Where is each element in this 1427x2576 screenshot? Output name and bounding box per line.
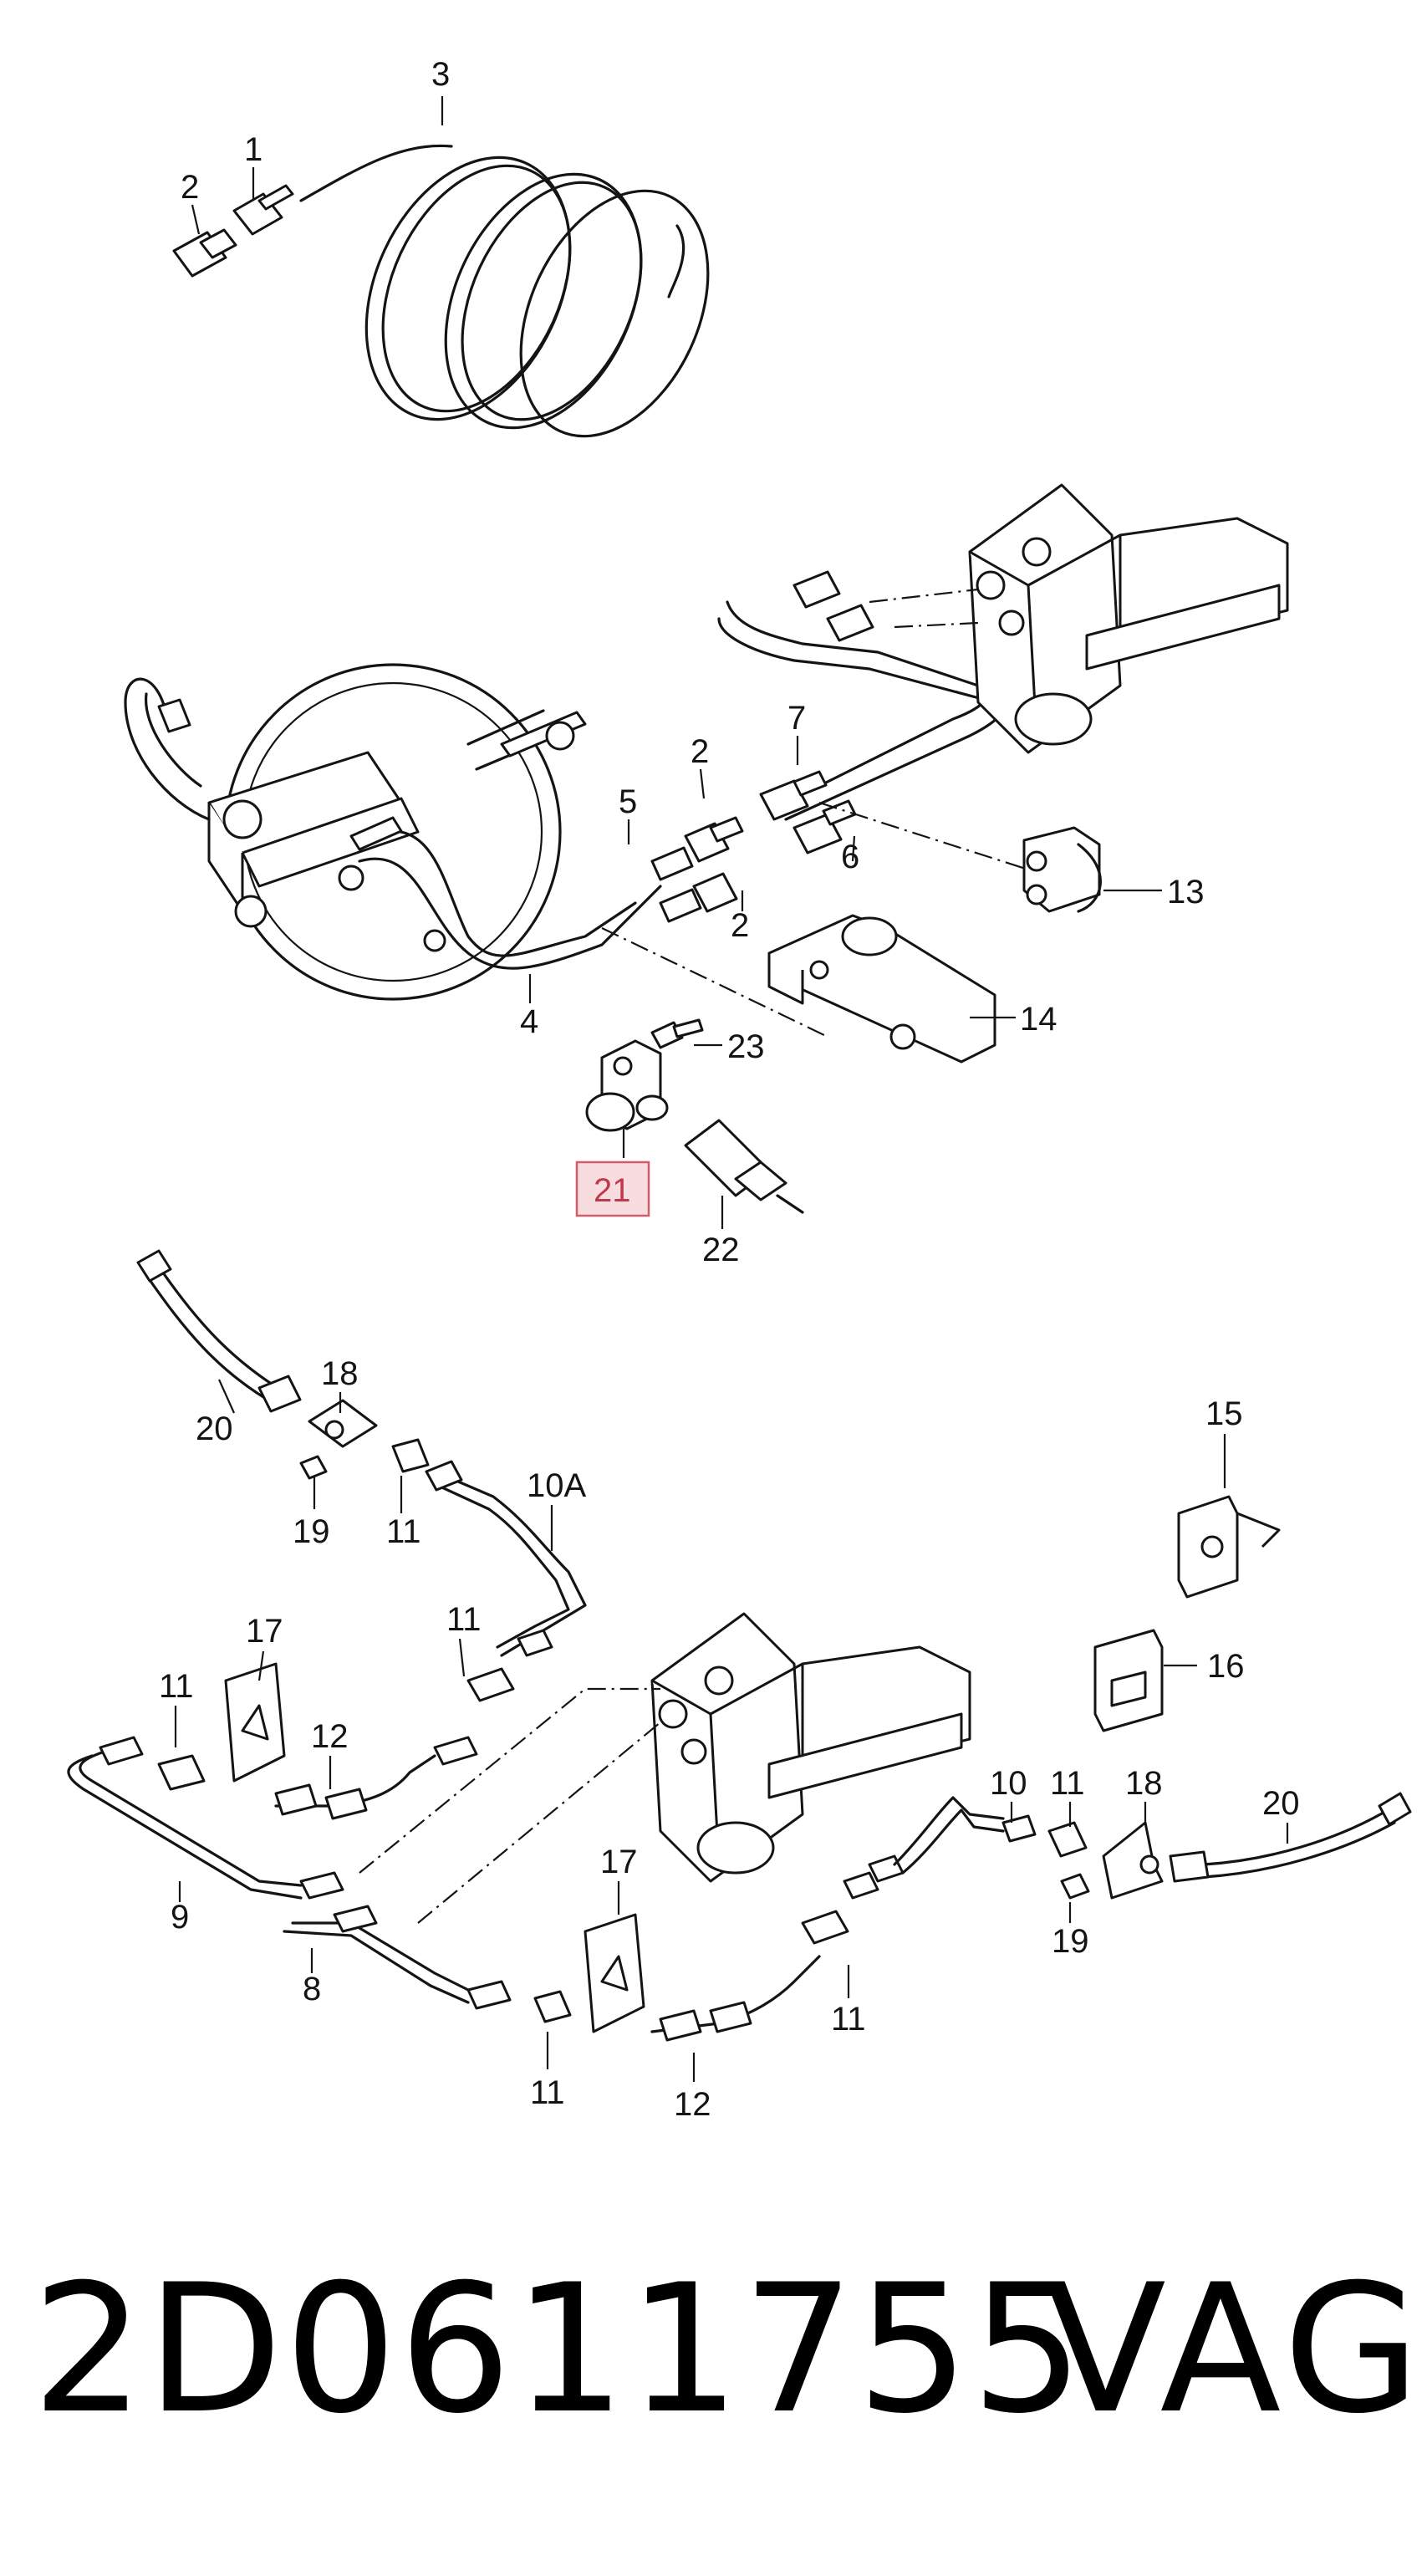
callout-11: 11 <box>386 1513 421 1550</box>
callout-20: 20 <box>1262 1785 1300 1822</box>
brake-pipe-6 <box>717 600 1005 821</box>
mounting-bracket-16 <box>1093 1629 1164 1732</box>
callout-17: 17 <box>600 1844 638 1880</box>
callout-9: 9 <box>171 1899 189 1936</box>
callout-22: 22 <box>702 1232 740 1268</box>
hose-12-left <box>274 1754 436 1820</box>
bracket-18-right <box>1102 1821 1164 1900</box>
master-cylinder <box>207 751 420 928</box>
mounting-bracket-14 <box>767 914 996 1064</box>
highlight-box-21 <box>575 1160 650 1217</box>
callout-11: 11 <box>530 2074 565 2111</box>
pipe-union-nut <box>232 184 294 236</box>
nut-19-right <box>1060 1873 1090 1900</box>
hose-12-right <box>650 1955 821 2042</box>
clip-11-left <box>391 1438 430 1473</box>
callout-12: 12 <box>674 2086 711 2123</box>
pipe-fittings-center <box>650 570 874 923</box>
callout-5: 5 <box>619 783 637 820</box>
mounting-bolt <box>650 1018 704 1049</box>
callout-11: 11 <box>831 2001 866 2038</box>
callout-12: 12 <box>311 1718 349 1755</box>
brake-light-switch <box>684 1119 804 1214</box>
brake-pipe-10a <box>425 1460 587 1657</box>
callout-13: 13 <box>1167 874 1205 911</box>
brake-hose-right-20 <box>1169 1792 1412 1883</box>
callout-3: 3 <box>431 56 450 93</box>
brand-name: VAG <box>1045 2246 1426 2452</box>
callout-1: 1 <box>244 131 262 168</box>
brake-hose-left-20 <box>136 1249 302 1413</box>
callout-11: 11 <box>446 1601 482 1638</box>
callout-19: 19 <box>1052 1923 1089 1960</box>
callout-labels: 3 1 2 7 2 5 6 2 13 4 14 23 21 22 18 20 1… <box>159 56 1300 2123</box>
callout-14: 14 <box>1020 1001 1058 1038</box>
fitting-10-right <box>1001 1814 1037 1843</box>
mounting-bracket-15 <box>1177 1495 1281 1599</box>
callout-18: 18 <box>1125 1765 1163 1802</box>
callout-18: 18 <box>321 1355 359 1392</box>
callout-19: 19 <box>293 1513 330 1550</box>
footer-caption: 2D0611755 VAG <box>0 2241 1427 2458</box>
threaded-adapter <box>172 228 237 278</box>
callout-6: 6 <box>841 839 859 875</box>
callout-21-highlighted: 21 <box>594 1172 631 1209</box>
nut-19-left <box>299 1455 328 1480</box>
t-piece-connector <box>585 1039 669 1132</box>
clip-11-right <box>1047 1821 1088 1858</box>
coiled-brake-pipe <box>299 144 710 438</box>
callout-16: 16 <box>1207 1648 1245 1685</box>
bracket-18-left <box>308 1399 378 1448</box>
callout-23: 23 <box>727 1028 765 1065</box>
bracket-17-right <box>584 1913 645 2033</box>
callout-4: 4 <box>520 1003 538 1040</box>
bracket-17-left <box>224 1662 286 1783</box>
master-cylinder-pipe-loop <box>124 677 211 821</box>
brake-pipe-9 <box>67 1750 303 1900</box>
callout-8: 8 <box>303 1971 321 2007</box>
callout-10: 10 <box>990 1765 1027 1802</box>
callout-20: 20 <box>196 1410 233 1447</box>
brake-pipe-10-right <box>893 1796 1005 1875</box>
mounting-bracket-13 <box>1022 826 1102 913</box>
callout-2: 2 <box>691 733 709 770</box>
callout-15: 15 <box>1205 1395 1243 1432</box>
callout-11: 11 <box>159 1668 194 1705</box>
brake-pressure-regulator-bottom <box>650 1612 971 1883</box>
brake-pipe-8 <box>283 1921 470 2004</box>
brake-pressure-regulator-top <box>968 483 1289 754</box>
leader-lines <box>174 736 1289 2082</box>
brake-pipe-4 <box>349 816 662 970</box>
callout-2: 2 <box>731 907 749 944</box>
clip-fittings-lower <box>99 1629 905 2023</box>
part-number: 2D0611755 <box>32 2246 1086 2452</box>
callout-2: 2 <box>181 169 199 206</box>
callout-17: 17 <box>246 1613 283 1650</box>
callout-7: 7 <box>787 700 806 737</box>
callout-10a: 10A <box>527 1467 586 1504</box>
callout-11: 11 <box>1050 1765 1085 1802</box>
